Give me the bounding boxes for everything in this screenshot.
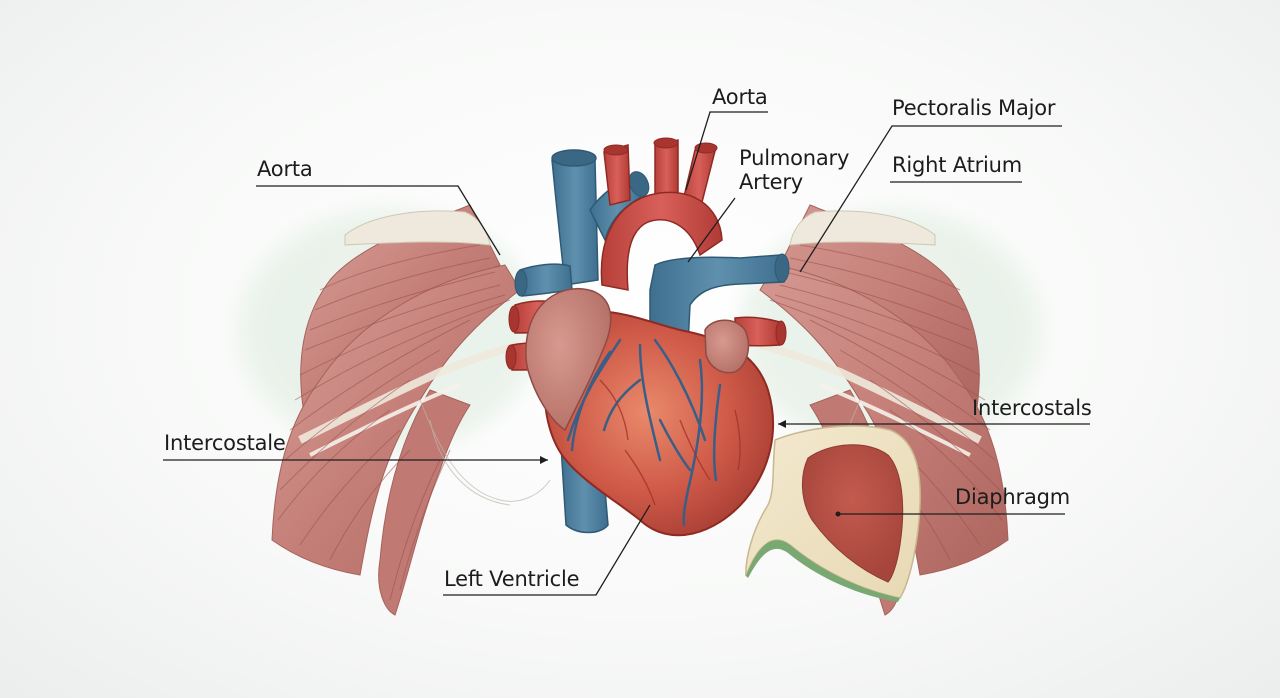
label-pulmonary-artery: Pulmonary Artery	[739, 146, 849, 194]
leader-pectoralis-major	[799, 125, 1062, 273]
label-intercostale: Intercostale	[164, 431, 286, 455]
arrowhead-intercostale	[540, 456, 548, 464]
leader-pulmonary-artery	[687, 197, 736, 263]
label-pulmonary-line1: Pulmonary	[739, 146, 850, 170]
label-pulmonary-line2: Artery	[739, 170, 804, 194]
label-diaphragm: Diaphragm	[955, 485, 1071, 509]
leader-aorta-top	[685, 111, 768, 191]
label-aorta-left: Aorta	[257, 157, 313, 181]
label-aorta-top: Aorta	[712, 85, 768, 109]
label-intercostals: Intercostals	[972, 396, 1092, 420]
arrowhead-intercostals	[778, 420, 786, 428]
label-right-atrium: Right Atrium	[892, 153, 1023, 177]
leader-aorta-left	[256, 185, 501, 256]
leader-lines	[163, 111, 1090, 596]
coronary-veins	[566, 338, 722, 527]
heart-body	[525, 287, 774, 537]
label-pectoralis-major: Pectoralis Major	[892, 96, 1056, 120]
dot-diaphragm	[835, 511, 841, 517]
leader-left-ventricle	[443, 504, 651, 596]
left-muscle-group	[271, 204, 521, 616]
label-left-ventricle: Left Ventricle	[444, 567, 580, 591]
